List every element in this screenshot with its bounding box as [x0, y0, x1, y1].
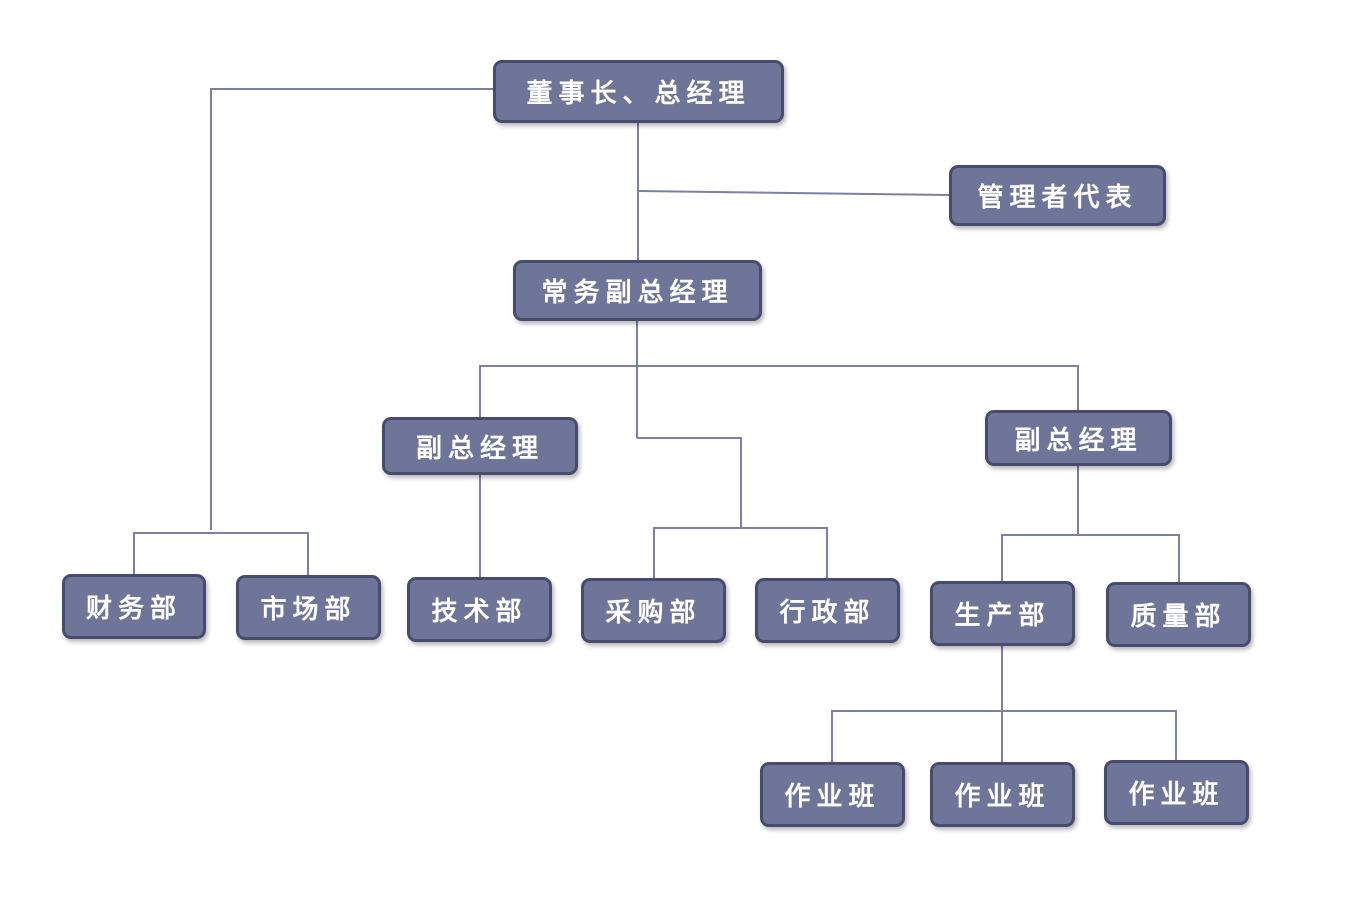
team-box: 作业班 [1104, 760, 1249, 825]
connector-finance-marketing-bar [133, 532, 309, 576]
tech-dept-box: 技术部 [407, 577, 552, 642]
purchasing-dept-box: 采购部 [581, 578, 726, 643]
marketing-dept-box: 市场部 [236, 575, 381, 640]
team-box: 作业班 [760, 762, 905, 827]
admin-dept-box: 行政部 [755, 578, 900, 643]
connector-vp-bar [479, 365, 1079, 418]
connector-purchasing-admin-bar [653, 527, 828, 579]
connector-chairman-to-finance [210, 88, 494, 530]
quality-dept-box: 质量部 [1106, 582, 1251, 647]
chairman-box: 董事长、总经理 [493, 60, 784, 123]
connector-production-quality-bar [1001, 534, 1180, 583]
connector-to-purchasing-admin [637, 437, 742, 528]
connector-to-management-rep [637, 190, 951, 196]
team-box: 作业班 [930, 762, 1075, 827]
executive-vp-box: 常务副总经理 [513, 260, 762, 321]
production-dept-box: 生产部 [930, 581, 1075, 646]
finance-dept-box: 财务部 [62, 574, 206, 639]
management-rep-box: 管理者代表 [949, 165, 1166, 226]
connector-teams-bar [831, 710, 1177, 763]
vp-right-box: 副总经理 [985, 410, 1172, 466]
vp-left-box: 副总经理 [382, 417, 578, 475]
